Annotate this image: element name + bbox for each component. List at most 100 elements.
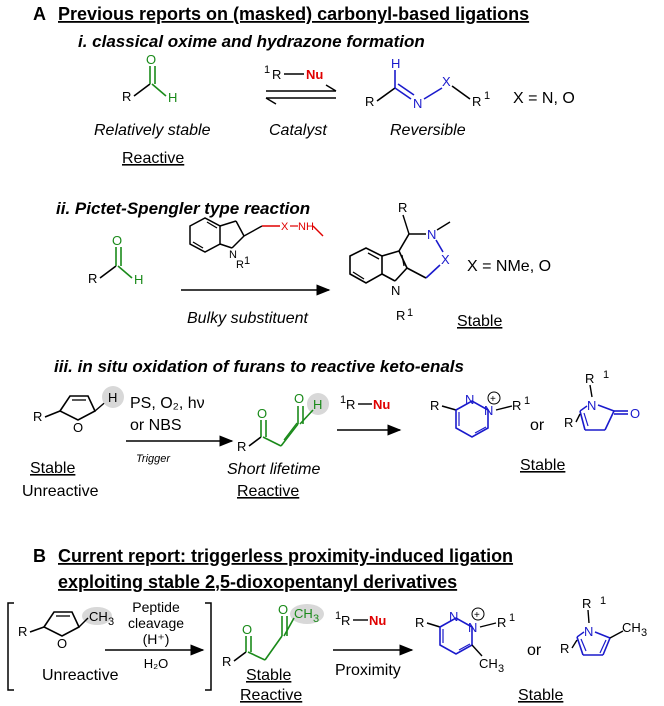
svg-text:1: 1 — [340, 394, 346, 406]
svg-text:N: N — [427, 227, 436, 242]
svg-text:R: R — [18, 624, 27, 639]
svg-text:Nu: Nu — [369, 613, 386, 628]
subsection-i-heading: i. classical oxime and hydrazone formati… — [78, 32, 425, 51]
svg-text:1: 1 — [407, 307, 413, 319]
svg-text:1: 1 — [603, 369, 609, 381]
section-a-title: Previous reports on (masked) carbonyl-ba… — [58, 4, 529, 24]
svg-text:N: N — [465, 392, 474, 407]
label-unreactive-b: Unreactive — [42, 667, 119, 684]
subsection-ii-heading: ii. Pictet-Spengler type reaction — [56, 199, 310, 218]
conditions-line1: Peptide — [132, 599, 180, 615]
aldehyde-structure-ii: R O H — [88, 233, 143, 287]
svg-text:R: R — [415, 615, 424, 630]
svg-text:O: O — [278, 602, 288, 617]
reagent-r-nu-iii: 1 R Nu — [340, 394, 390, 412]
svg-text:1: 1 — [509, 612, 515, 624]
label-relatively-stable: Relatively stable — [94, 122, 211, 139]
svg-text:R: R — [346, 397, 355, 412]
dioxopentanyl-structure-b: R O O CH 3 — [222, 602, 324, 669]
svg-text:O: O — [146, 52, 156, 67]
svg-text:O: O — [257, 406, 267, 421]
label-furan-stable-iii: Stable — [30, 460, 75, 477]
svg-text:R: R — [497, 615, 506, 630]
section-b-letter: B — [33, 546, 46, 566]
svg-text:R: R — [512, 398, 521, 413]
aldehyde-structure-i: R O H — [122, 52, 177, 105]
svg-text:N: N — [587, 398, 596, 413]
reagent-r-nu-b: 1 R Nu — [335, 610, 386, 628]
conditions-below: H₂O — [144, 656, 169, 671]
label-reactive-i: Reactive — [122, 150, 184, 167]
svg-text:R: R — [341, 613, 350, 628]
svg-text:N: N — [584, 624, 593, 639]
methylpyridazinium-product-b: R N N + R 1 CH 3 — [415, 607, 515, 675]
label-catalyst: Catalyst — [269, 122, 327, 139]
label-proximity: Proximity — [335, 662, 401, 679]
keto-enal-structure-iii: R O O H — [237, 391, 329, 454]
oxidant-line1: PS, O₂, hν — [130, 395, 205, 412]
x-note-i: X = N, O — [513, 90, 575, 107]
svg-text:O: O — [73, 420, 83, 435]
methylfuran-structure-b: R O CH 3 — [18, 607, 114, 651]
section-b-title-line1: Current report: triggerless proximity-in… — [58, 546, 513, 566]
svg-text:1: 1 — [244, 255, 250, 267]
subsection-iii-heading: iii. in situ oxidation of furans to reac… — [54, 357, 464, 376]
pyridazinium-product-iii: R N N + R 1 — [430, 391, 530, 438]
or-text-b: or — [527, 642, 542, 659]
tetrahydro-product-ii: N R 1 R N X — [349, 200, 451, 323]
svg-text:H: H — [108, 390, 117, 405]
label-short-lifetime: Short lifetime — [227, 461, 320, 478]
oxidant-line2: or NBS — [130, 417, 182, 434]
methylpyrrole-product-b: R 1 N CH 3 R — [560, 595, 647, 656]
svg-text:1: 1 — [600, 595, 606, 607]
svg-text:R: R — [396, 308, 405, 323]
svg-text:R: R — [472, 94, 481, 109]
svg-text:Nu: Nu — [306, 67, 323, 82]
label-stable-ii: Stable — [457, 313, 502, 330]
conditions-line2: cleavage — [128, 615, 184, 631]
svg-text:NH: NH — [298, 221, 314, 233]
svg-text:R: R — [237, 439, 246, 454]
svg-text:X: X — [281, 221, 289, 233]
svg-text:R: R — [272, 67, 281, 82]
svg-text:X: X — [441, 252, 450, 267]
svg-text:CH: CH — [622, 620, 641, 635]
svg-text:H: H — [313, 397, 322, 412]
label-reactive-iii: Reactive — [237, 483, 299, 500]
svg-text:1: 1 — [335, 610, 341, 622]
svg-text:N: N — [468, 620, 477, 635]
or-text-iii: or — [530, 417, 545, 434]
svg-text:N: N — [391, 283, 400, 298]
svg-text:O: O — [294, 391, 304, 406]
label-bulky-substituent: Bulky substituent — [187, 310, 309, 327]
svg-text:H: H — [391, 56, 400, 71]
svg-text:R: R — [585, 371, 594, 386]
bracket-left — [7, 602, 14, 691]
section-a-letter: A — [33, 4, 46, 24]
svg-text:R: R — [365, 94, 374, 109]
svg-text:Nu: Nu — [373, 397, 390, 412]
bracket-right — [205, 602, 212, 691]
svg-text:O: O — [630, 406, 640, 421]
label-reactive-b: Reactive — [240, 687, 302, 704]
svg-text:3: 3 — [498, 663, 504, 675]
label-stable-b: Stable — [246, 667, 291, 684]
svg-text:+: + — [474, 610, 480, 621]
label-trigger: Trigger — [136, 453, 171, 465]
svg-text:R: R — [88, 271, 97, 286]
svg-text:+: + — [490, 394, 496, 405]
svg-text:R: R — [122, 89, 131, 104]
label-reversible: Reversible — [390, 122, 466, 139]
svg-text:R: R — [560, 641, 569, 656]
svg-text:CH: CH — [89, 609, 108, 624]
svg-text:O: O — [57, 636, 67, 651]
svg-text:3: 3 — [108, 616, 114, 628]
indole-reagent-ii: N R 1 X NH — [189, 217, 324, 271]
svg-text:R: R — [222, 654, 231, 669]
label-stable-b-product: Stable — [518, 687, 563, 704]
svg-text:O: O — [112, 233, 122, 248]
equilibrium-arrow-i — [265, 84, 337, 105]
svg-text:1: 1 — [524, 395, 530, 407]
svg-text:N: N — [484, 403, 493, 418]
